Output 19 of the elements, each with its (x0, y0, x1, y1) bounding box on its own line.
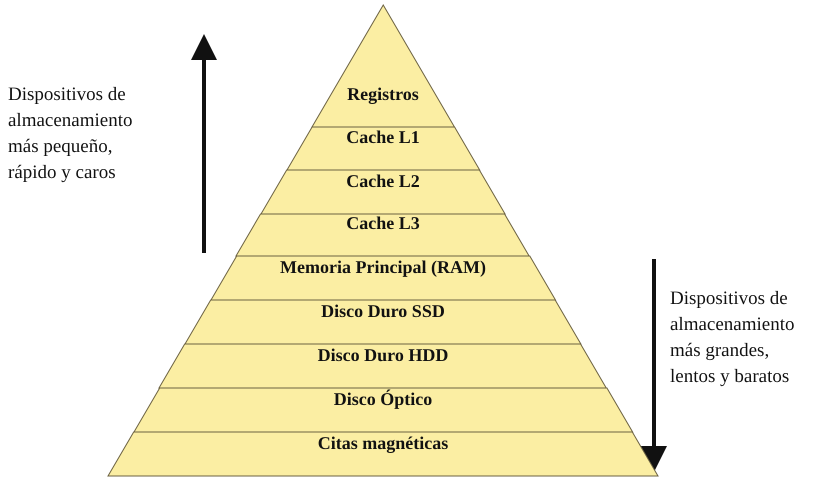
pyramid-level (134, 388, 632, 432)
pyramid-level (260, 170, 506, 214)
level-label: Cache L1 (345, 127, 421, 149)
level-label: Citas magnéticas (316, 433, 450, 455)
pyramid-level (108, 432, 658, 476)
pyramid-level (210, 256, 556, 300)
pyramid-level (236, 214, 530, 256)
level-label: Memoria Principal (RAM) (279, 257, 487, 279)
note-text: Dispositivos de almacenamiento más pequeño, rápido y caros (8, 83, 134, 185)
level-label: Disco Óptico (332, 389, 434, 411)
note-text: Dispositivos de almacenamiento más grandes, lentos y baratos (670, 287, 796, 389)
pyramid-level (159, 344, 607, 388)
level-label: Cache L3 (345, 213, 421, 235)
pyramid-level (185, 300, 581, 344)
level-label: Registros (346, 84, 420, 106)
level-label: Disco Duro SSD (320, 301, 446, 323)
level-label: Cache L2 (345, 171, 421, 193)
pyramid-level (286, 127, 480, 170)
level-label: Disco Duro HDD (316, 345, 450, 367)
